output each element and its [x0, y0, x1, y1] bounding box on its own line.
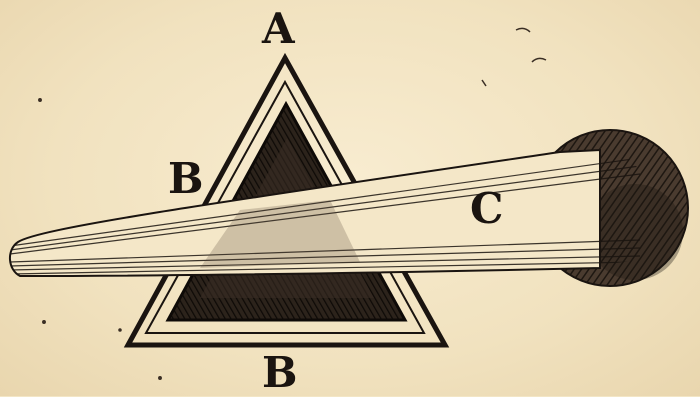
shadow-cone: [10, 150, 640, 276]
label-left-b: B: [168, 158, 204, 200]
label-right-c: C: [470, 188, 503, 230]
label-base-b: B: [262, 352, 298, 394]
label-apex-a: A: [262, 8, 295, 50]
